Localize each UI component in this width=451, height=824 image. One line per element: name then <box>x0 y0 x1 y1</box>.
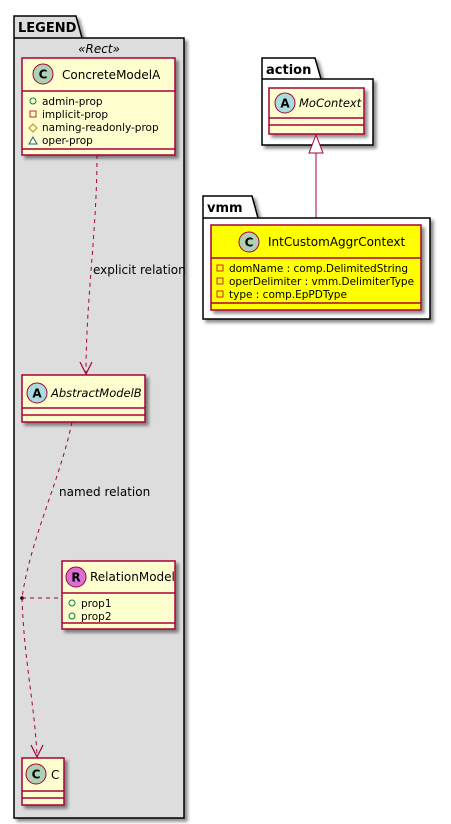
attr-type: type : comp.EpPDType <box>216 289 347 301</box>
class-circle-letter: C <box>32 768 41 782</box>
abstract-class-circle-icon <box>274 92 296 114</box>
class-name-abstract-model-b: AbstractModelB <box>50 386 142 400</box>
svg-text:domName : comp.DelimitedString: domName : comp.DelimitedString <box>229 263 408 275</box>
legend-package-title: LEGEND <box>18 21 77 36</box>
arrow-head-icon <box>30 744 44 759</box>
action-package-title: action <box>266 63 311 78</box>
class-name-int-custom-aggr-context: IntCustomAggrContext <box>268 235 406 249</box>
class-c[interactable]: C C <box>21 757 65 806</box>
edge-explicit-relation <box>79 154 98 376</box>
vmm-package-title: vmm <box>207 201 243 216</box>
relation-class-circle-icon <box>65 566 87 588</box>
attr-naming-readonly-prop: naming-readonly-prop <box>28 122 159 134</box>
attr-admin-prop: admin-prop <box>29 96 103 108</box>
class-relation-model[interactable]: R RelationModel prop1 prop2 <box>61 560 176 630</box>
class-circle-letter: R <box>71 571 80 585</box>
private-visibility-icon <box>29 110 37 118</box>
edge-label-explicit-relation: explicit relation <box>93 263 186 277</box>
svg-text:prop1: prop1 <box>81 598 112 610</box>
svg-text:oper-prop: oper-prop <box>42 135 93 147</box>
public-visibility-icon <box>68 599 76 607</box>
private-visibility-icon <box>216 290 224 298</box>
class-name-concrete-model-a: ConcreteModelA <box>62 68 161 82</box>
edge-named-relation <box>20 421 73 759</box>
class-abstract-model-b[interactable]: A AbstractModelB <box>21 374 146 423</box>
private-visibility-icon <box>216 264 224 272</box>
class-circle-icon <box>238 231 260 253</box>
abstract-class-circle-icon <box>26 382 48 404</box>
attr-prop1: prop1 <box>68 598 112 610</box>
edge-inheritance <box>308 133 324 225</box>
attr-prop2: prop2 <box>68 611 112 623</box>
class-name-relation-model: RelationModel <box>90 570 175 584</box>
attr-oper-delimiter: operDelimiter : vmm.DelimiterType <box>216 276 414 288</box>
legend-stereotype: «Rect» <box>78 42 120 56</box>
svg-text:prop2: prop2 <box>81 611 112 623</box>
class-name-mo-context: MoContext <box>299 96 362 110</box>
class-concrete-model-a[interactable]: C ConcreteModelA admin-prop implicit-pro… <box>21 57 176 156</box>
svg-text:type : comp.EpPDType: type : comp.EpPDType <box>229 289 347 301</box>
svg-text:implicit-prop: implicit-prop <box>42 109 108 121</box>
class-circle-letter: C <box>39 68 48 82</box>
class-circle-letter: C <box>245 236 254 250</box>
edge-label-named-relation: named relation <box>59 485 150 499</box>
arrow-head-icon <box>79 361 93 376</box>
attr-oper-prop: oper-prop <box>28 135 93 147</box>
class-circle-icon <box>32 63 54 85</box>
class-int-custom-aggr-context[interactable]: C IntCustomAggrContext domName : comp.De… <box>210 224 422 311</box>
private-visibility-icon <box>216 277 224 285</box>
class-name-c: C <box>51 768 59 782</box>
svg-text:operDelimiter : vmm.DelimiterT: operDelimiter : vmm.DelimiterType <box>229 276 414 288</box>
attr-dom-name: domName : comp.DelimitedString <box>216 263 408 275</box>
class-circle-icon <box>25 763 47 785</box>
package-visibility-icon <box>28 135 38 145</box>
protected-visibility-icon <box>28 123 38 133</box>
inheritance-arrow-icon <box>308 133 324 154</box>
attr-implicit-prop: implicit-prop <box>29 109 108 121</box>
public-visibility-icon <box>68 612 76 620</box>
class-circle-letter: A <box>32 387 42 401</box>
class-mo-context[interactable]: A MoContext <box>268 87 365 135</box>
svg-text:naming-readonly-prop: naming-readonly-prop <box>42 122 159 134</box>
svg-text:admin-prop: admin-prop <box>42 96 103 108</box>
class-circle-letter: A <box>280 97 290 111</box>
public-visibility-icon <box>29 97 37 105</box>
